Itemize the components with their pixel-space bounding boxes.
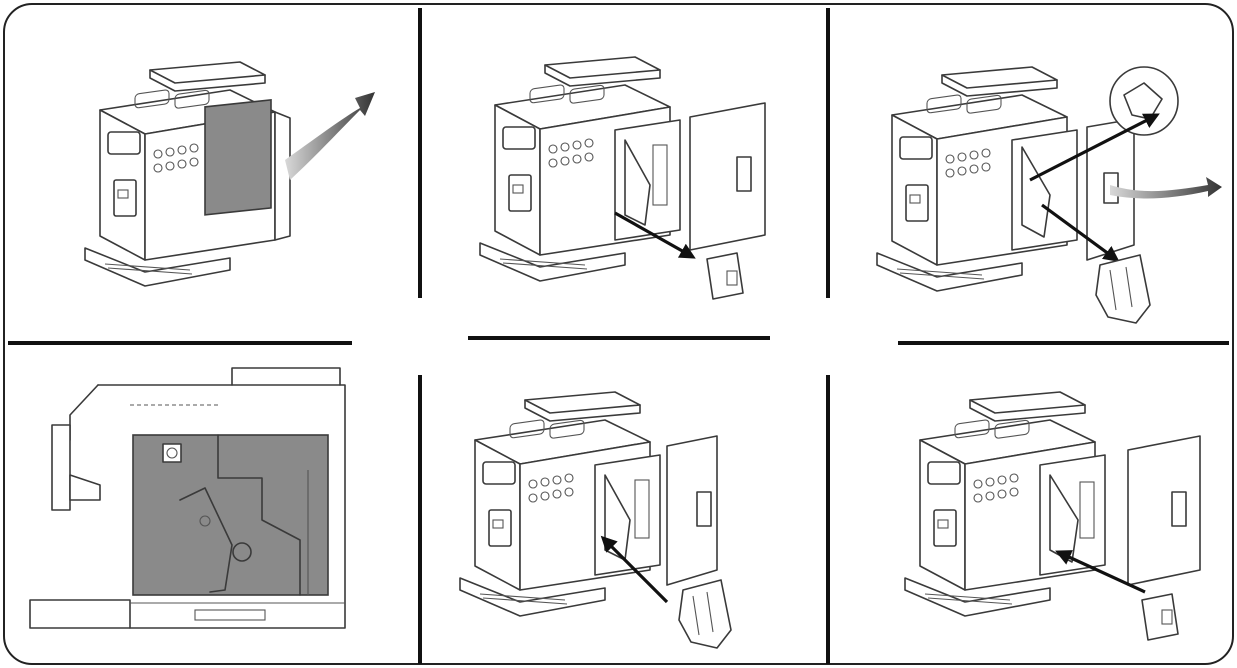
panel-open-door bbox=[84, 61, 375, 287]
open-door bbox=[689, 102, 766, 251]
drip-tray-part bbox=[1141, 593, 1179, 641]
curved-arrow-icon bbox=[285, 92, 375, 180]
panel-insert-tray bbox=[904, 391, 1201, 641]
remove-arrow-icon bbox=[1041, 203, 1120, 262]
pull-arrow-icon bbox=[614, 211, 696, 259]
panel-remove-tray bbox=[479, 56, 766, 300]
side-door-panel bbox=[204, 99, 272, 216]
brewing-unit-part bbox=[1095, 254, 1151, 324]
drip-tray-part bbox=[706, 252, 744, 300]
panel-insert-unit bbox=[459, 391, 732, 649]
insert-arrow-icon bbox=[600, 535, 669, 604]
outer-frame bbox=[3, 3, 1234, 665]
insert-arrow-icon bbox=[1055, 550, 1146, 594]
zoom-detail-circle bbox=[1109, 66, 1179, 136]
panel-remove-unit bbox=[876, 66, 1222, 324]
zoom-arrow-icon bbox=[1029, 113, 1160, 182]
panel-compartment bbox=[29, 367, 346, 629]
swing-arrow-icon bbox=[1110, 177, 1222, 199]
brewing-unit-part bbox=[678, 579, 732, 649]
